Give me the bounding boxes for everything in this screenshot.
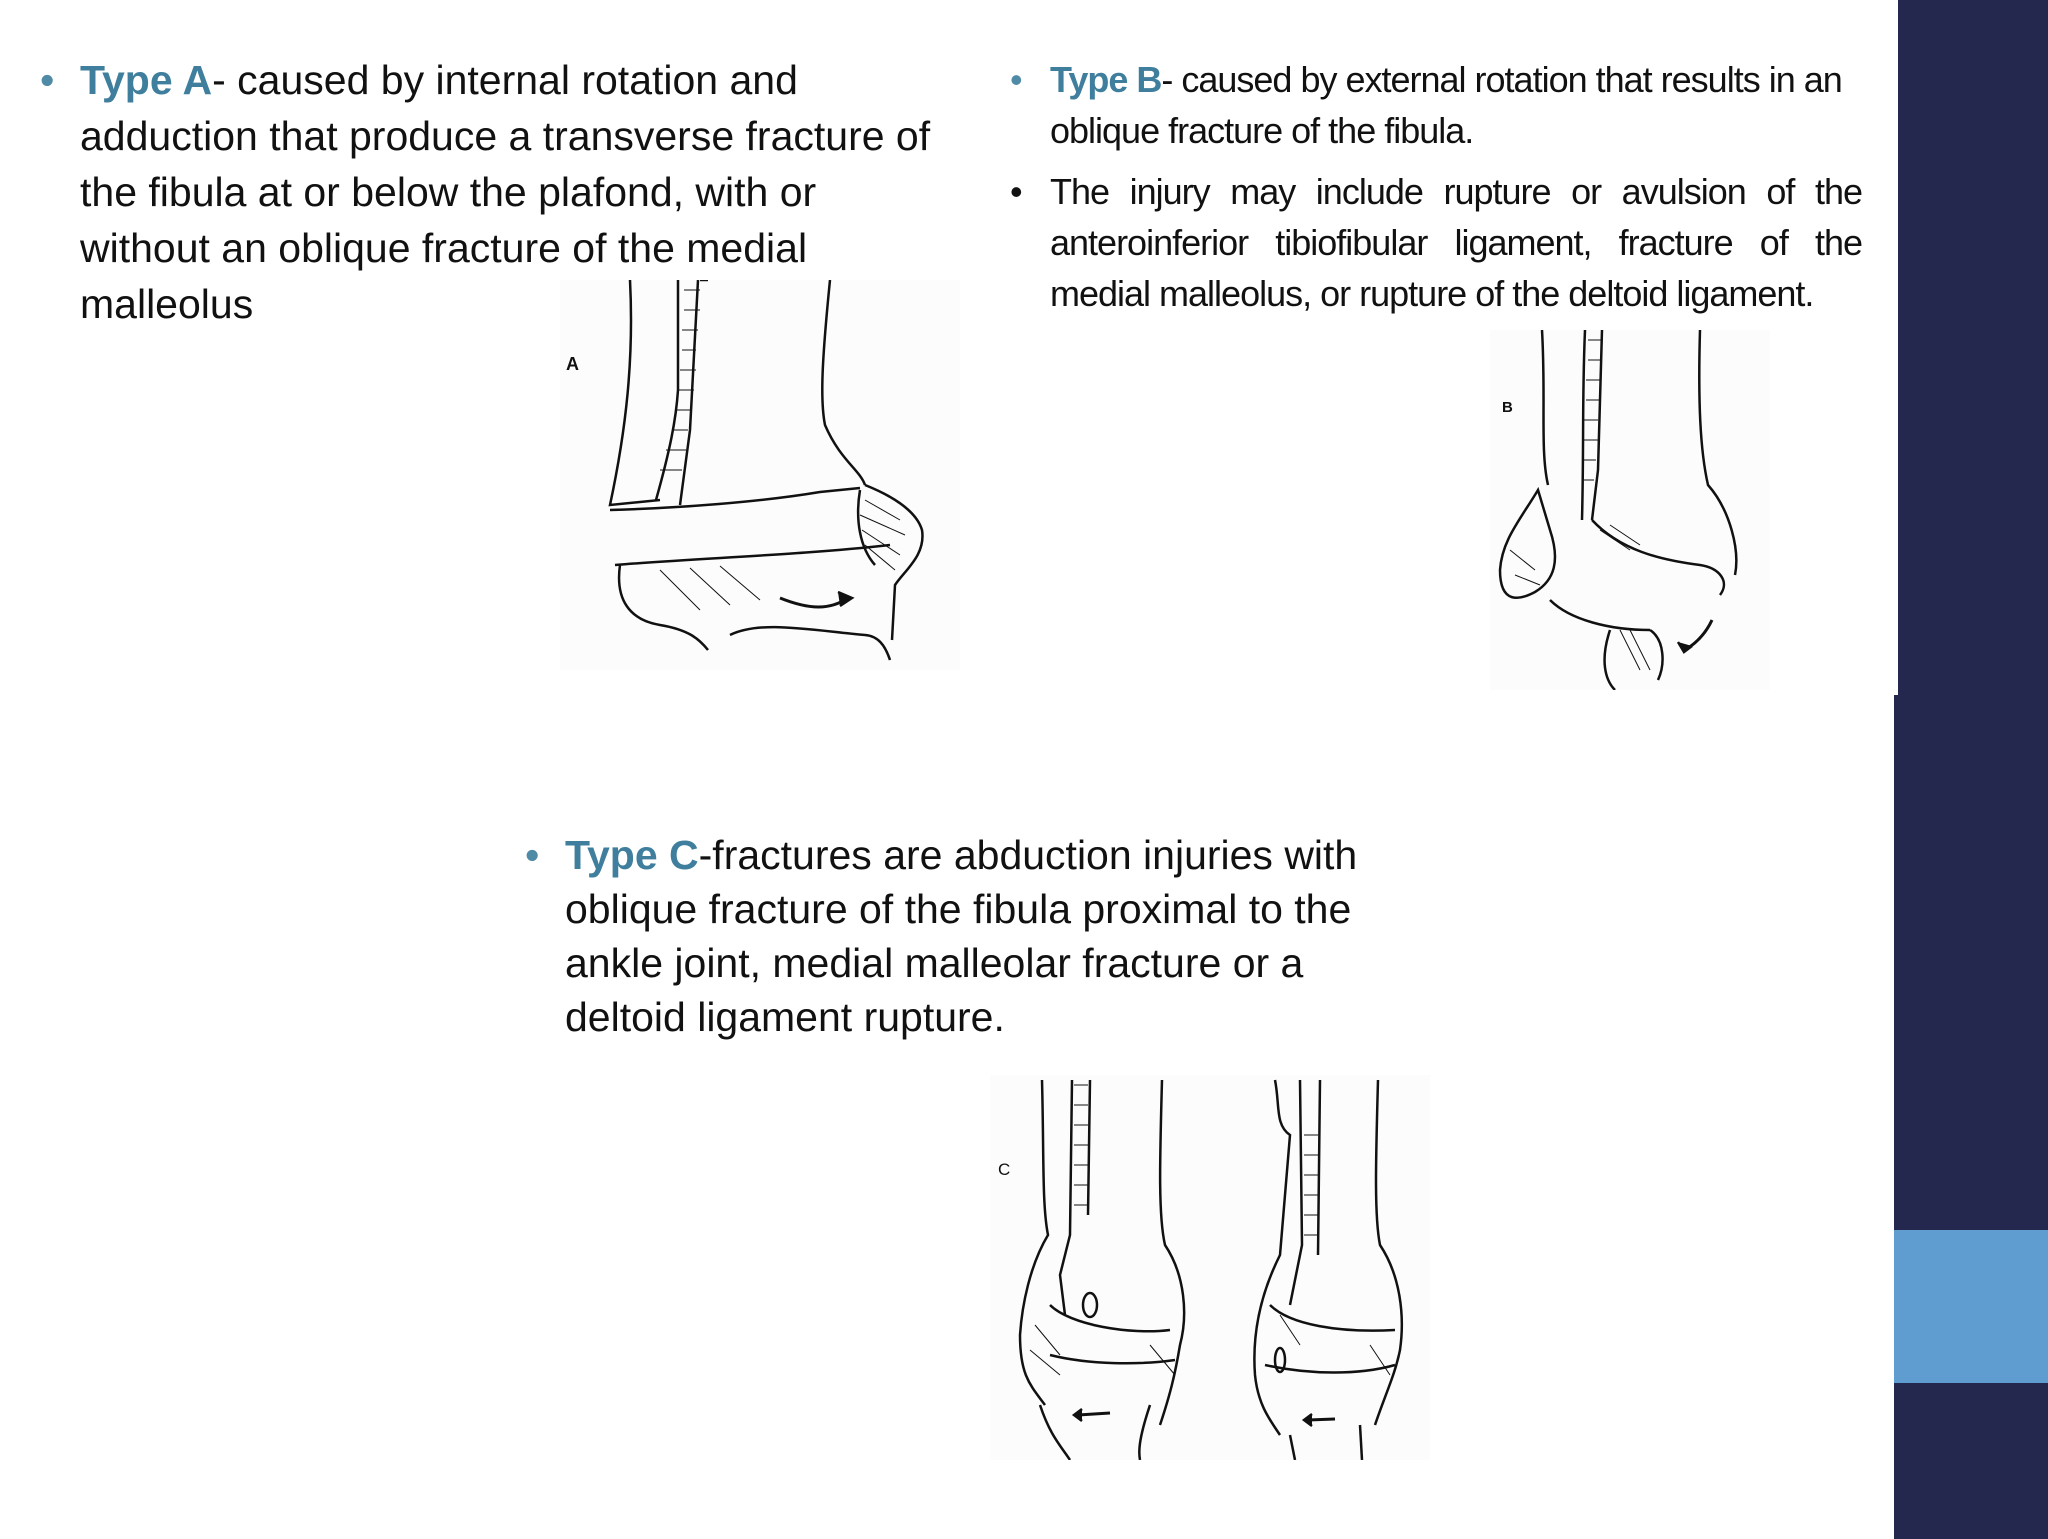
- type-b-term: Type B: [1050, 59, 1162, 100]
- type-b-block: • Type B- caused by external rotation th…: [1010, 54, 1863, 329]
- figure-b-label: B: [1502, 399, 1513, 416]
- type-b-bullet-2: • The injury may include rupture or avul…: [1010, 166, 1863, 319]
- type-a-block: • Type A- caused by internal rotation an…: [40, 52, 940, 332]
- figure-a-label: A: [566, 354, 579, 374]
- bullet-dot-icon: •: [1010, 171, 1023, 212]
- slide-edge-strip: [1894, 0, 1898, 695]
- type-a-term: Type A: [80, 57, 213, 103]
- figure-c-illustration: C: [990, 1075, 1430, 1461]
- type-b-text-2: The injury may include rupture or avulsi…: [1050, 171, 1863, 314]
- type-c-text: -fractures are abduction injuries with o…: [565, 832, 1358, 1040]
- figure-b-illustration: B: [1490, 329, 1770, 691]
- bullet-dot-icon: •: [1010, 59, 1023, 100]
- type-c-block: • Type C-fractures are abduction injurie…: [525, 828, 1425, 1044]
- type-c-term: Type C: [565, 832, 699, 878]
- type-b-bullet: • Type B- caused by external rotation th…: [1010, 54, 1862, 156]
- type-b-text: - caused by external rotation that resul…: [1050, 59, 1843, 151]
- type-c-bullet: • Type C-fractures are abduction injurie…: [525, 828, 1425, 1044]
- type-a-bullet: • Type A- caused by internal rotation an…: [40, 52, 940, 332]
- bullet-dot-icon: •: [525, 832, 540, 878]
- figure-a-illustration: A: [560, 278, 960, 670]
- bullet-dot-icon: •: [40, 57, 55, 103]
- sidebar-accent-block: [1894, 1230, 2048, 1383]
- figure-c-label: C: [998, 1160, 1010, 1179]
- type-a-text: - caused by internal rotation and adduct…: [80, 57, 931, 327]
